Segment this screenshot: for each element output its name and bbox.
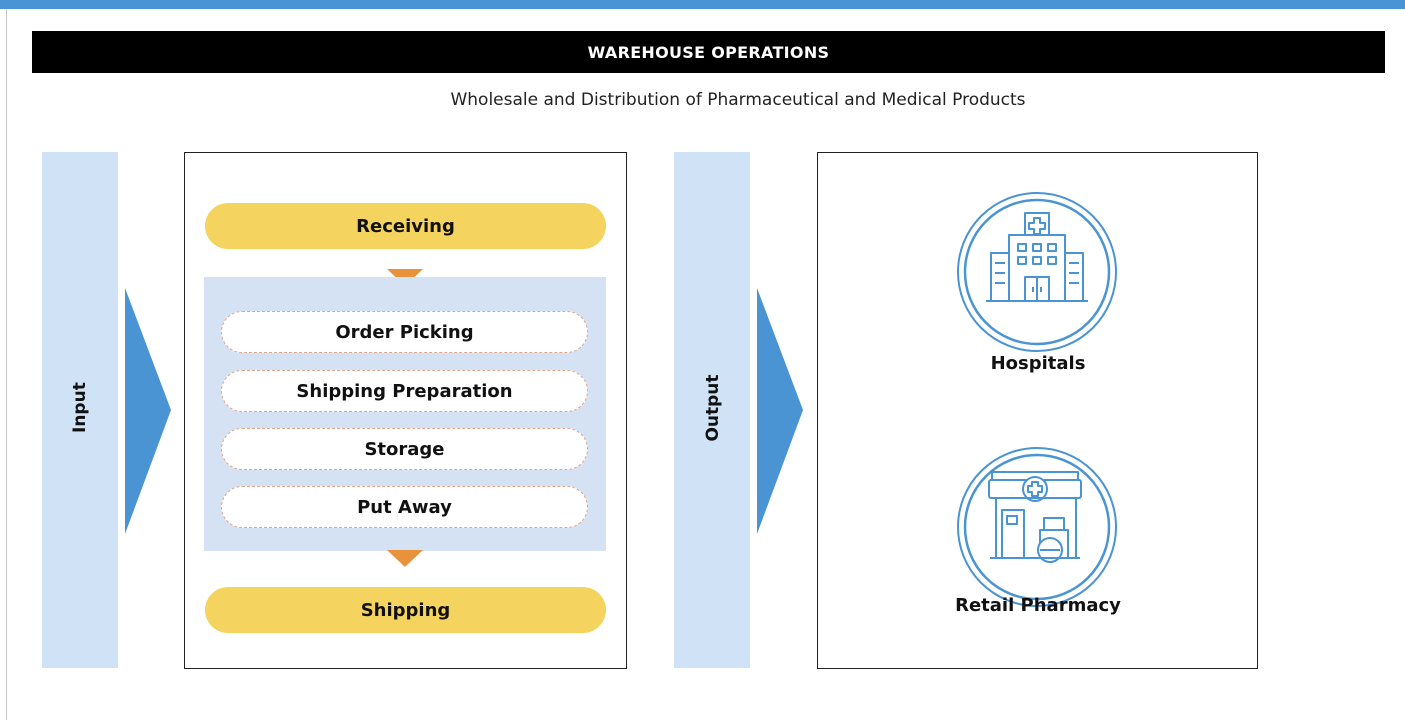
page-title: WAREHOUSE OPERATIONS bbox=[32, 31, 1385, 73]
pharmacy-icon bbox=[957, 447, 1117, 607]
shipping-step: Shipping bbox=[205, 587, 606, 633]
output-label-retail-pharmacy: Retail Pharmacy bbox=[955, 595, 1121, 616]
process-step: Put Away bbox=[221, 486, 588, 528]
process-box: Receiving Order Picking Shipping Prepara… bbox=[184, 152, 627, 669]
output-band bbox=[674, 152, 750, 668]
hospital-icon bbox=[957, 192, 1117, 352]
left-edge-divider bbox=[0, 9, 7, 720]
page-subtitle: Wholesale and Distribution of Pharmaceut… bbox=[450, 90, 1026, 110]
receiving-step: Receiving bbox=[205, 203, 606, 249]
top-accent-bar bbox=[0, 0, 1405, 9]
input-band bbox=[42, 152, 118, 668]
process-steps-area: Order Picking Shipping Preparation Stora… bbox=[204, 277, 606, 551]
input-label: Input bbox=[70, 382, 90, 433]
process-step: Storage bbox=[221, 428, 588, 470]
input-arrow bbox=[125, 288, 171, 534]
process-step: Order Picking bbox=[221, 311, 588, 353]
process-step: Shipping Preparation bbox=[221, 370, 588, 412]
output-label: Output bbox=[703, 374, 723, 442]
output-box: Hospitals Retail Pharmacy bbox=[817, 152, 1258, 669]
output-label-hospitals: Hospitals bbox=[990, 353, 1086, 374]
output-arrow bbox=[757, 288, 803, 534]
down-arrow-icon bbox=[387, 550, 423, 567]
